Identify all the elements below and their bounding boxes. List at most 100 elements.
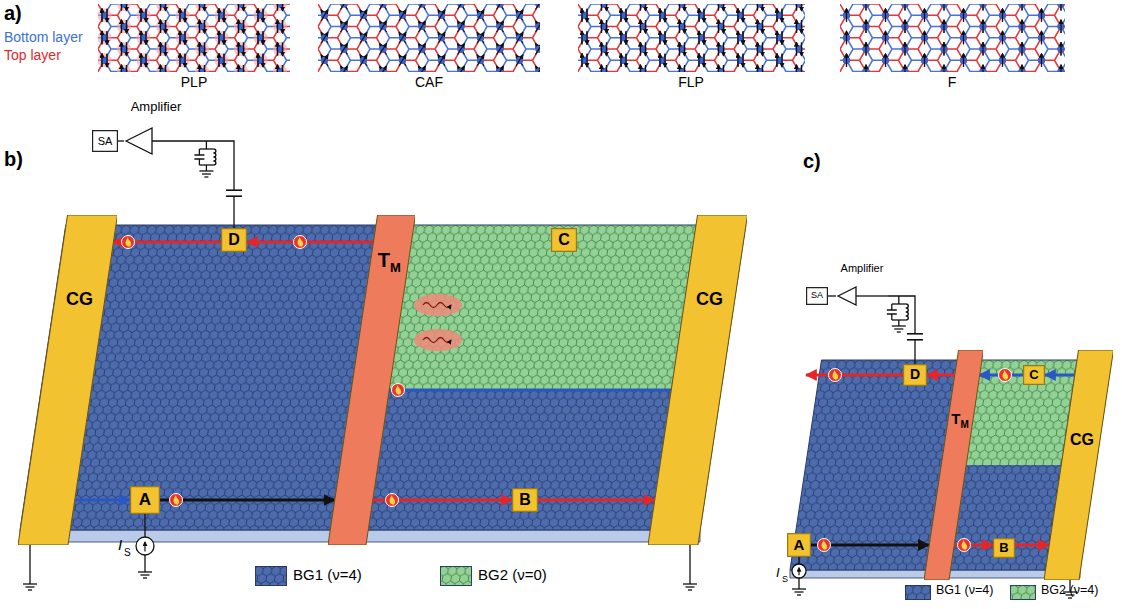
spin-arrow [101,9,102,22]
legend-text: BG1 (ν=4) [293,567,362,584]
spin-arrow [601,43,602,56]
spin-arrow [257,9,258,22]
spin-arrow [723,65,724,72]
hot-spot-icon [818,539,831,552]
spin-arrow [640,43,641,56]
spin-arrow [865,43,866,56]
spin-arrow [419,21,426,32]
spin-arrow [140,54,141,67]
spin-arrow [904,20,905,33]
spin-arrow [160,4,161,11]
illustration-part [298,237,304,247]
node-text: CG [1070,431,1094,449]
spin-arrow [904,4,905,11]
spin-arrow [238,43,239,56]
charge-glow [176,8,190,22]
illustration-part [1003,370,1009,380]
swatch-texture-fill [1010,585,1036,600]
spin-arrow [536,21,541,32]
spin-arrow [698,54,699,67]
charge-glow [195,65,209,72]
illustration-part [199,170,213,171]
spin-arrow [199,4,200,11]
spin-arrow [145,54,146,67]
hot-spot-icon [122,236,135,249]
spin-arrow [684,20,685,33]
tank-wire [891,304,892,310]
spin-arrow [846,31,847,44]
spin-arrow [419,44,426,55]
spin-arrow [477,32,484,43]
spin-arrow [1021,43,1022,56]
spin-arrow [586,31,587,44]
spin-arrow [218,31,219,44]
source-wire [144,555,145,572]
spin-arrow [640,43,641,56]
illustration-part [792,588,806,589]
spin-arrow [659,54,660,67]
spin-arrow [703,9,704,22]
illustration-part [141,574,150,575]
spin-arrow [757,65,758,72]
charge-glow [234,65,248,72]
spin-arrow [645,65,646,72]
spin-arrow [801,4,802,11]
spin-arrow [399,32,406,43]
spin-arrow [742,31,743,44]
node-text: SA [811,291,823,301]
node-label: A [794,536,805,553]
spin-arrow [399,10,406,21]
spin-arrow [963,9,964,22]
spin-arrow [679,43,680,56]
illustration-part [138,571,152,572]
spin-arrow [277,65,278,72]
spin-arrow [179,9,180,22]
spin-arrow [106,31,107,44]
spin-arrow [606,20,607,33]
spin-arrow [625,9,626,22]
spin-arrow [723,4,724,11]
node-text: B [999,541,1008,555]
spin-arrow [179,31,180,44]
capacitor-plate [226,189,242,191]
illustration-part [202,173,211,174]
spin-arrow [762,43,763,56]
spin-arrow [341,66,348,72]
spin-arrow [924,31,925,44]
charge-glow [156,20,170,34]
spin-arrow [126,20,127,33]
spin-arrow [601,65,602,72]
node-text: C [558,231,570,249]
illustration-part [423,303,451,308]
charge-glow [254,53,268,67]
spin-arrow [223,31,224,44]
swatch-texture-fill [905,585,931,600]
spin-arrow [684,4,685,11]
spin-arrow [601,65,602,72]
spin-arrow [458,21,465,32]
spin-arrow [101,31,102,44]
spin-arrow [943,65,944,72]
signal-wire [118,140,124,141]
gate-bar-shape [1044,350,1114,580]
spin-arrow [1041,54,1042,67]
spin-arrow [757,43,758,56]
spin-arrow [106,31,107,44]
hot-spot-icon [294,236,307,249]
spin-arrow [399,55,406,66]
illustration-part [204,176,208,177]
spin-arrow [243,43,244,56]
spin-arrow [963,31,964,44]
layer-key: Bottom layer [4,30,83,45]
current-symbol: I [118,537,122,554]
illustration-part [818,539,831,552]
spin-arrow [703,31,704,44]
spin-arrow [718,20,719,33]
graphene-region [966,360,1077,465]
panel-label: c) [803,150,821,172]
spin-arrow [606,4,607,11]
charge-glow [156,65,170,72]
connectors [75,141,1075,545]
spin-arrow [924,54,925,67]
node-label: Amplifier [841,262,884,274]
